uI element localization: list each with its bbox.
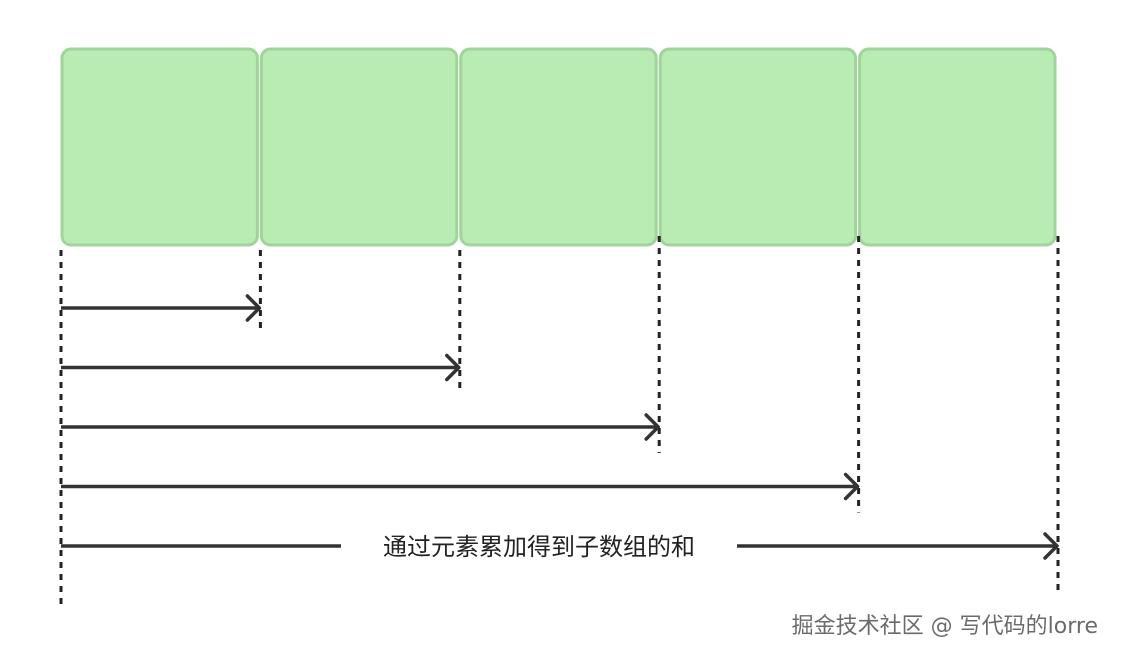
- array-cell-1: [60, 47, 259, 247]
- sum-arrow-3: [61, 413, 660, 441]
- arrow-head-icon: [1043, 532, 1059, 560]
- sum-arrow-4: [61, 472, 860, 501]
- sum-arrows: 通过元素累加得到子数组的和: [61, 294, 1059, 561]
- sum-arrow-1: [61, 294, 262, 322]
- array-cell-2: [259, 47, 459, 247]
- sum-arrow-label: 通过元素累加得到子数组的和: [383, 533, 695, 561]
- arrow-head-icon: [445, 353, 461, 382]
- array-cell-3: [459, 47, 658, 247]
- arrow-head-icon: [843, 472, 860, 501]
- arrow-head-icon: [245, 294, 262, 322]
- sum-arrow-2: [61, 353, 461, 382]
- array-cell-5: [858, 47, 1057, 247]
- sum-arrow-5: 通过元素累加得到子数组的和: [61, 532, 1059, 561]
- boundary-guides: [59, 236, 1060, 606]
- watermark-text: 掘金技术社区 @ 写代码的lorre: [791, 614, 1098, 639]
- array-cells: [60, 47, 1057, 247]
- arrow-head-icon: [644, 413, 660, 441]
- array-cell-4: [658, 47, 858, 247]
